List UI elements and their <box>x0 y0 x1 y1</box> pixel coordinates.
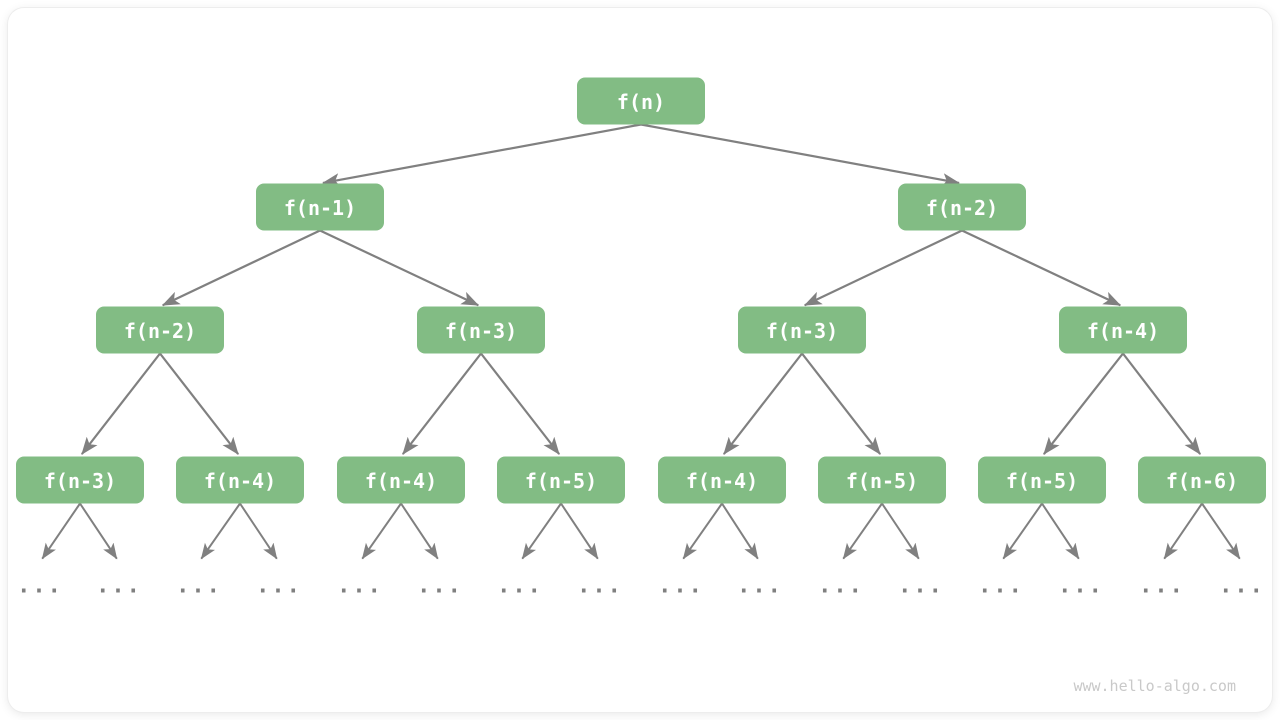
ellipsis-marker: ... <box>818 574 864 599</box>
tree-node-box[interactable] <box>818 456 946 504</box>
ellipsis-marker: ... <box>417 574 463 599</box>
tree-node-label: f(n-3) <box>766 319 838 343</box>
tree-edge <box>401 352 482 455</box>
tree-node-box[interactable] <box>337 456 465 504</box>
tree-node[interactable]: f(n-4) <box>1059 306 1187 354</box>
ellipsis-marker: ... <box>978 574 1024 599</box>
tree-node[interactable]: f(n-5) <box>978 456 1106 504</box>
tree-node-box[interactable] <box>16 456 144 504</box>
tree-node[interactable]: f(n-4) <box>337 456 465 504</box>
tree-node-box[interactable] <box>898 183 1026 231</box>
tree-node-label: f(n-4) <box>686 469 758 493</box>
tree-node-label: f(n-4) <box>365 469 437 493</box>
tree-node[interactable]: f(n-3) <box>16 456 144 504</box>
leaf-edge <box>361 502 402 560</box>
leaf-edge-layer <box>41 502 1241 560</box>
ellipsis-marker: ... <box>17 574 63 599</box>
tree-node-box[interactable] <box>497 456 625 504</box>
tree-edge <box>640 123 960 187</box>
ellipsis-marker: ... <box>176 574 222 599</box>
watermark: www.hello-algo.com <box>1073 677 1236 695</box>
tree-node[interactable]: f(n-2) <box>96 306 224 354</box>
tree-node[interactable]: f(n-4) <box>658 456 786 504</box>
tree-node-label: f(n-3) <box>445 319 517 343</box>
tree-node-label: f(n-5) <box>525 469 597 493</box>
ellipsis-marker: ... <box>1219 574 1265 599</box>
tree-edge <box>722 352 803 455</box>
tree-node-label: f(n-5) <box>846 469 918 493</box>
tree-node-label: f(n-2) <box>926 196 998 220</box>
tree-node[interactable]: f(n-1) <box>256 183 384 231</box>
leaf-edge <box>1163 502 1203 560</box>
tree-edge <box>161 229 321 307</box>
dots-layer: ........................................… <box>17 574 1265 599</box>
tree-edge <box>803 229 963 307</box>
tree-node-label: f(n-3) <box>44 469 116 493</box>
leaf-edge <box>842 502 883 560</box>
ellipsis-marker: ... <box>658 574 704 599</box>
tree-node[interactable]: f(n-3) <box>738 306 866 354</box>
tree-node-label: f(n-6) <box>1166 469 1238 493</box>
leaf-edge <box>682 502 723 560</box>
leaf-edge <box>239 502 278 560</box>
tree-node[interactable]: f(n-3) <box>417 306 545 354</box>
leaf-edge <box>521 502 562 560</box>
tree-edge <box>322 123 642 187</box>
tree-node-box[interactable] <box>978 456 1106 504</box>
tree-node-box[interactable] <box>1059 306 1187 354</box>
leaf-edge <box>1002 502 1043 560</box>
tree-node-box[interactable] <box>96 306 224 354</box>
ellipsis-marker: ... <box>256 574 302 599</box>
leaf-edge <box>41 502 81 560</box>
leaf-edge <box>560 502 599 560</box>
tree-node[interactable]: f(n-4) <box>176 456 304 504</box>
ellipsis-marker: ... <box>1058 574 1104 599</box>
tree-node-label: f(n-5) <box>1006 469 1078 493</box>
ellipsis-marker: ... <box>898 574 944 599</box>
tree-edge <box>319 229 480 307</box>
tree-node[interactable]: f(n-2) <box>898 183 1026 231</box>
ellipsis-marker: ... <box>96 574 142 599</box>
ellipsis-marker: ... <box>1139 574 1185 599</box>
ellipsis-marker: ... <box>737 574 783 599</box>
tree-node[interactable]: f(n-5) <box>497 456 625 504</box>
tree-node-label: f(n-1) <box>284 196 356 220</box>
tree-node-box[interactable] <box>1138 456 1266 504</box>
tree-node-box[interactable] <box>417 306 545 354</box>
tree-node[interactable]: f(n-5) <box>818 456 946 504</box>
tree-node-label: f(n-4) <box>204 469 276 493</box>
tree-node-label: f(n-4) <box>1087 319 1159 343</box>
tree-node-box[interactable] <box>658 456 786 504</box>
tree-node[interactable]: f(n-6) <box>1138 456 1266 504</box>
tree-node-box[interactable] <box>738 306 866 354</box>
tree-edge <box>80 352 161 455</box>
tree-node-box[interactable] <box>176 456 304 504</box>
leaf-edge <box>721 502 759 560</box>
leaf-edge <box>1201 502 1241 560</box>
ellipsis-marker: ... <box>337 574 383 599</box>
tree-edge <box>480 352 561 455</box>
leaf-edge <box>79 502 118 560</box>
tree-node-box[interactable] <box>577 77 705 125</box>
tree-edge <box>159 352 240 455</box>
node-layer: f(n) f(n-1) f(n-2) f(n-2) f(n-3) f(n-3) f(n-4)… <box>16 77 1266 504</box>
leaf-edge <box>1041 502 1080 560</box>
tree-edge <box>1042 352 1124 455</box>
leaf-edge <box>881 502 920 560</box>
edge-layer <box>80 123 1202 455</box>
tree-node[interactable]: f(n) <box>577 77 705 125</box>
ellipsis-marker: ... <box>577 574 623 599</box>
tree-edge <box>961 229 1122 307</box>
tree-edge <box>801 352 882 455</box>
tree-edge <box>1122 352 1202 455</box>
tree-node-label: f(n) <box>617 90 665 114</box>
ellipsis-marker: ... <box>497 574 543 599</box>
tree-node-box[interactable] <box>256 183 384 231</box>
leaf-edge <box>400 502 439 560</box>
tree-node-label: f(n-2) <box>124 319 196 343</box>
leaf-edge <box>200 502 241 560</box>
